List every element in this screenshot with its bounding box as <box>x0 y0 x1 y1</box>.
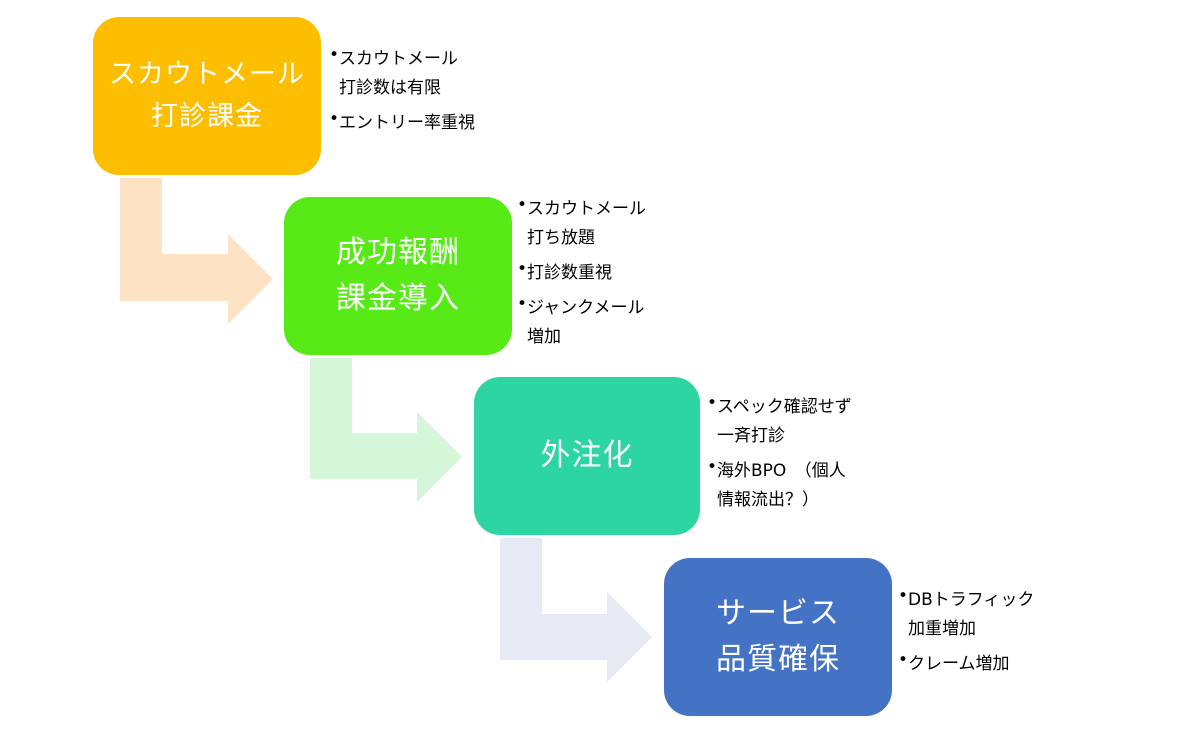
step-box-service-quality: サービス 品質確保 <box>664 558 892 716</box>
step-title-line: 課金導入 <box>336 281 460 316</box>
step-box-scout-mail-billing: スカウトメール 打診課金 <box>93 17 321 175</box>
bullet-icon: • <box>517 195 528 215</box>
bullet-icon: • <box>517 294 528 314</box>
step-notes: • スカウトメール 打診数は有限 • エントリー率重視 <box>329 45 475 138</box>
note-line: 打診数は有限 <box>339 78 441 98</box>
bullet-icon: • <box>707 457 718 477</box>
connector-arrow-2 <box>310 358 462 502</box>
step-box-success-fee: 成功報酬 課金導入 <box>284 197 512 355</box>
step-title-line: 打診課金 <box>151 101 263 132</box>
bullet-icon: • <box>898 586 909 606</box>
note-item: • DBトラフィック 加重増加 <box>898 586 1035 644</box>
note-line: DBトラフィック <box>908 590 1035 610</box>
note-item: • スカウトメール 打ち放題 <box>517 195 646 253</box>
note-line: 打ち放題 <box>527 228 595 248</box>
note-item: • 打診数重視 <box>517 259 646 288</box>
step-title-line: サービス <box>716 595 840 631</box>
bullet-icon: • <box>329 45 340 65</box>
note-line: 増加 <box>527 327 561 347</box>
connector-arrow-1 <box>120 178 273 324</box>
step-title-line: 品質確保 <box>716 642 840 677</box>
note-line: 加重増加 <box>908 619 976 639</box>
step-title-line: 成功報酬 <box>336 234 460 270</box>
note-line: 情報流出？） <box>717 490 819 510</box>
note-line: 打診数重視 <box>527 263 612 283</box>
bullet-icon: • <box>898 650 909 670</box>
step-notes: • スカウトメール 打ち放題 • 打診数重視 • ジャンクメール 増加 <box>517 195 646 352</box>
note-line: ジャンクメール <box>527 298 645 318</box>
step-title-line: スカウトメール <box>109 59 305 91</box>
connector-arrow-3 <box>500 538 652 682</box>
step-title-line: 外注化 <box>540 437 634 473</box>
note-line: スカウトメール <box>527 199 646 219</box>
note-item: • 海外BPO （個人 情報流出？） <box>707 457 852 515</box>
note-line: エントリー率重視 <box>339 113 475 133</box>
note-item: • スペック確認せず 一斉打診 <box>707 393 852 451</box>
note-line: スペック確認せず <box>717 397 852 417</box>
bullet-icon: • <box>707 393 718 413</box>
step-notes: • DBトラフィック 加重増加 • クレーム増加 <box>898 586 1035 679</box>
step-box-outsourcing: 外注化 <box>474 377 700 535</box>
note-item: • ジャンクメール 増加 <box>517 294 646 352</box>
note-item: • スカウトメール 打診数は有限 <box>329 45 475 103</box>
bullet-icon: • <box>517 259 528 279</box>
note-line: 一斉打診 <box>717 426 785 446</box>
note-line: スカウトメール <box>339 49 458 69</box>
note-item: • エントリー率重視 <box>329 109 475 138</box>
note-line: 海外BPO （個人 <box>717 461 846 481</box>
note-line: クレーム増加 <box>908 654 1010 674</box>
bullet-icon: • <box>329 109 340 129</box>
step-notes: • スペック確認せず 一斉打診 • 海外BPO （個人 情報流出？） <box>707 393 852 515</box>
note-item: • クレーム増加 <box>898 650 1034 679</box>
